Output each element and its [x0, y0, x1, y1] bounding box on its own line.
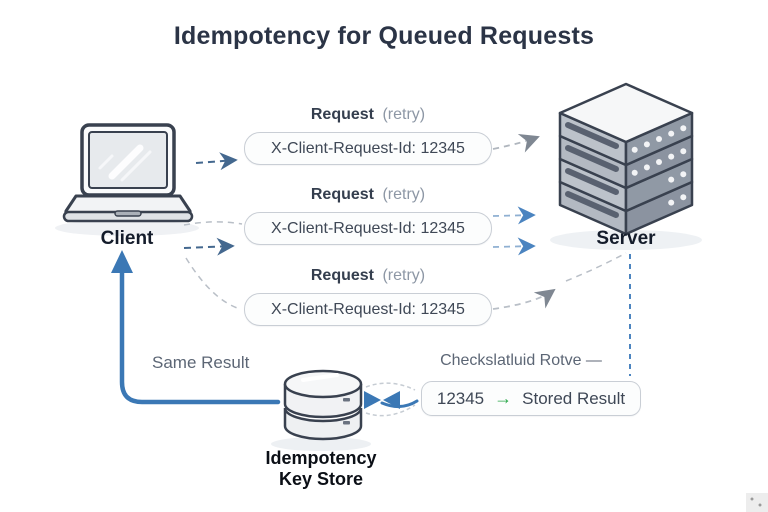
double-arrow-icon: [364, 382, 419, 417]
request-title: Request: [310, 106, 374, 123]
request-label: Request (retry): [244, 265, 492, 287]
result-value: Stored Result: [522, 388, 626, 408]
request-title: Request: [310, 267, 374, 284]
stored-result-box: 12345 → Stored Result: [421, 381, 641, 416]
request-id-pill: X-Client-Request-Id: 12345: [244, 132, 492, 165]
laptop-icon: [60, 122, 194, 230]
arrow-client-to-request-1: [195, 152, 238, 171]
arrow-request-3-to-server: [492, 288, 556, 310]
request-retry-label: (retry): [382, 186, 426, 203]
same-result-label: Same Result: [152, 353, 250, 372]
client-label: Client: [100, 228, 154, 249]
database-icon: [277, 368, 369, 446]
request-id-pill: X-Client-Request-Id: 12345: [244, 293, 492, 326]
request-group-1: Request (retry) X-Client-Request-Id: 123…: [244, 104, 492, 165]
key-store-label-line2: Key Store: [278, 469, 364, 489]
request-label: Request (retry): [244, 104, 492, 126]
request-group-3: Request (retry) X-Client-Request-Id: 123…: [244, 265, 492, 326]
request-title: Request: [310, 186, 374, 203]
request-retry-label: (retry): [382, 267, 426, 284]
same-result-arrowhead: [111, 250, 133, 273]
page-title: Idempotency for Queued Requests: [173, 22, 595, 50]
store-shadow: [271, 437, 371, 451]
result-key: 12345: [436, 388, 485, 408]
server-label: Server: [596, 228, 656, 249]
server-rack-icon: [552, 80, 700, 238]
key-store-label-line1: Idempotency: [265, 448, 377, 468]
request-id-pill: X-Client-Request-Id: 12345: [244, 212, 492, 245]
check-and-store-label: Checkslatluid Rotve —: [440, 352, 602, 369]
same-result-arrow: [119, 265, 281, 405]
line-request-3-to-server-tail: [565, 252, 627, 282]
arrow-request-2-to-server-a: [492, 206, 536, 225]
line-client-to-request-2: [183, 221, 243, 226]
arrow-client-to-request-2: [183, 237, 235, 256]
client-shadow: [55, 220, 199, 236]
request-group-2: Request (retry) X-Client-Request-Id: 123…: [244, 184, 492, 245]
arrow-request-1-to-server: [492, 133, 540, 153]
request-label: Request (retry): [244, 184, 492, 206]
line-client-to-request-3: [185, 257, 241, 310]
arrow-request-2-to-server-b: [492, 237, 536, 256]
key-store-label: Idempotency Key Store: [236, 448, 406, 490]
right-arrow-icon: →: [494, 388, 513, 408]
request-retry-label: (retry): [382, 106, 426, 123]
server-shadow: [550, 230, 702, 250]
scrollbar-corner-artifact: [746, 493, 768, 512]
